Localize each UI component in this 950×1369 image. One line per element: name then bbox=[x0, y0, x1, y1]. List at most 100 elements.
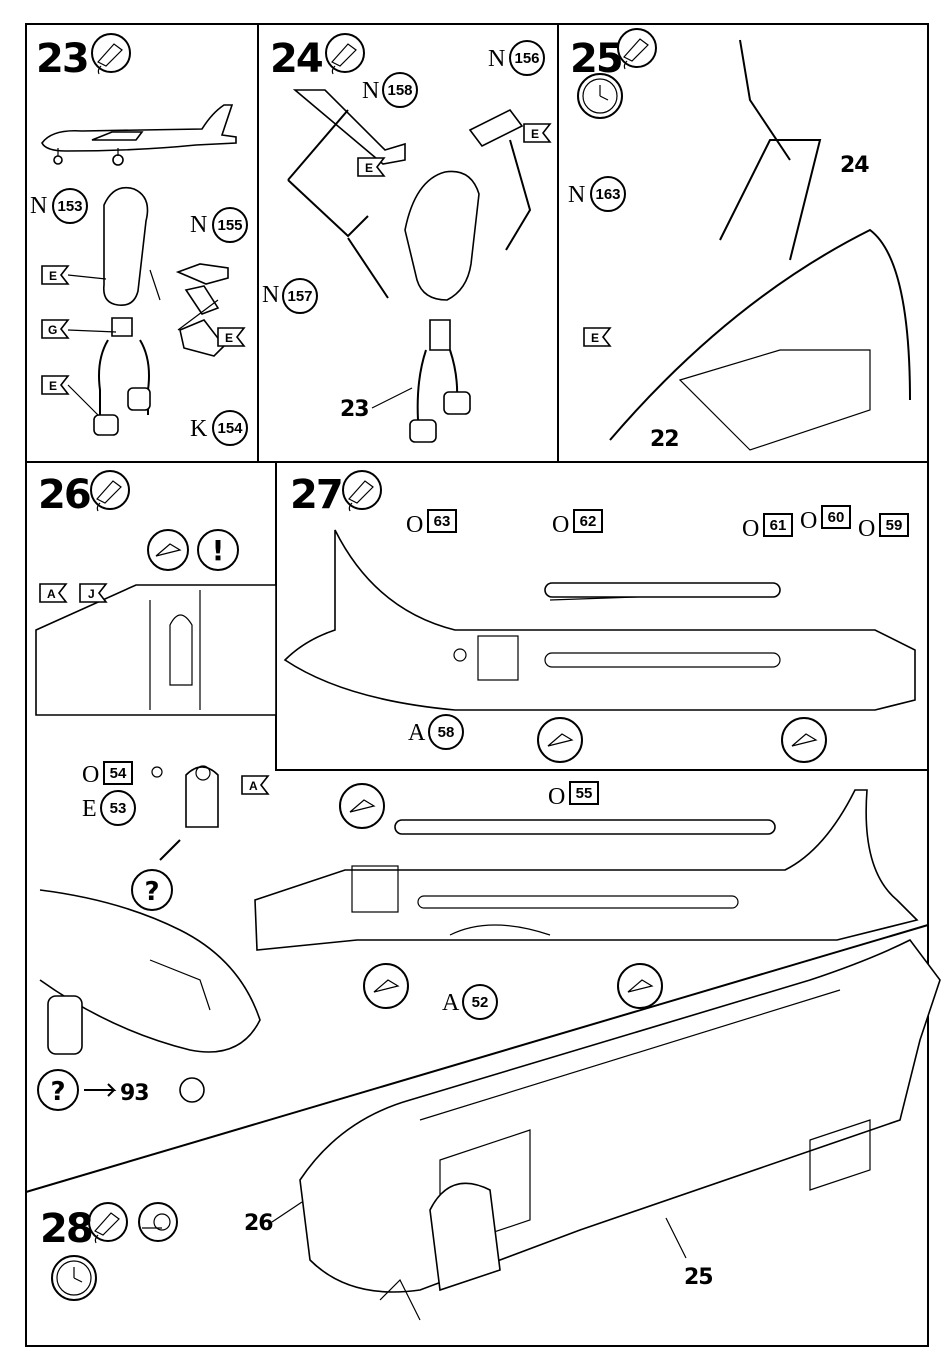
svg-text:E: E bbox=[49, 269, 57, 283]
svg-text:E: E bbox=[531, 127, 539, 141]
fuselage-interior bbox=[610, 40, 910, 450]
step-24-panel: 24 N 158 N 156 N bbox=[262, 34, 550, 442]
glue-tube-icon bbox=[91, 471, 129, 511]
callout-n153: N 153 bbox=[30, 189, 87, 223]
svg-text:E: E bbox=[225, 331, 233, 345]
svg-text:O: O bbox=[742, 516, 759, 542]
clock-icon bbox=[52, 1256, 96, 1300]
glue-tube-icon bbox=[618, 29, 656, 69]
flag-e: E bbox=[42, 376, 68, 394]
svg-text:O: O bbox=[552, 512, 569, 538]
question-icon: ? bbox=[132, 870, 172, 910]
callout-n157: N 157 bbox=[262, 279, 317, 313]
reference-label: 25 bbox=[684, 1265, 713, 1290]
step-27-panel: 27 O 63 O 62 O bbox=[255, 471, 917, 1019]
reference-label: 24 bbox=[840, 153, 869, 178]
svg-text:O: O bbox=[82, 762, 99, 788]
callout-o55: O 55 bbox=[548, 782, 598, 810]
svg-text:60: 60 bbox=[828, 509, 845, 526]
svg-text:N: N bbox=[190, 212, 207, 238]
svg-text:G: G bbox=[48, 323, 57, 337]
svg-text:O: O bbox=[858, 516, 875, 542]
fuselage-half-right bbox=[255, 790, 917, 950]
svg-text:A: A bbox=[408, 720, 426, 746]
svg-text:A: A bbox=[249, 779, 258, 793]
callout-e53: E 53 bbox=[82, 791, 135, 825]
step-number: 23 bbox=[36, 36, 88, 82]
callout-o61: O 61 bbox=[742, 514, 792, 542]
tape-icon bbox=[139, 1203, 177, 1241]
callout-o59: O 59 bbox=[858, 514, 908, 542]
svg-text:52: 52 bbox=[472, 994, 489, 1011]
svg-text:54: 54 bbox=[110, 765, 127, 782]
svg-text:55: 55 bbox=[576, 785, 593, 802]
step-23-panel: 23 N 153 N bbox=[30, 34, 247, 445]
reference-label: 22 bbox=[650, 427, 679, 452]
flag-e: E bbox=[42, 266, 68, 284]
glue-spot-icon bbox=[782, 718, 826, 762]
question-icon: ? bbox=[38, 1070, 78, 1110]
svg-text:!: ! bbox=[212, 534, 225, 567]
svg-text:158: 158 bbox=[387, 82, 412, 99]
callout-o54: O 54 bbox=[82, 762, 132, 788]
fuselage-half-left bbox=[285, 530, 915, 710]
svg-text:62: 62 bbox=[580, 513, 597, 530]
svg-text:O: O bbox=[548, 784, 565, 810]
leader-line bbox=[372, 388, 412, 408]
svg-text:A: A bbox=[442, 990, 460, 1016]
svg-text:?: ? bbox=[144, 877, 159, 907]
window-strip-o62 bbox=[545, 583, 780, 597]
glue-tube-icon bbox=[326, 34, 364, 74]
glue-spot-icon bbox=[618, 964, 662, 1008]
callout-n158: N 158 bbox=[362, 73, 417, 107]
glue-tube-icon bbox=[92, 34, 130, 74]
callout-n163: N 163 bbox=[568, 177, 625, 211]
glue-tube-icon bbox=[89, 1203, 127, 1243]
svg-text:N: N bbox=[568, 182, 585, 208]
flag-a: A bbox=[242, 776, 268, 794]
glue-spot-icon bbox=[538, 718, 582, 762]
flag-g: G bbox=[42, 320, 68, 338]
svg-text:53: 53 bbox=[110, 800, 127, 817]
arrow-icon bbox=[84, 1084, 114, 1096]
svg-text:K: K bbox=[190, 416, 208, 442]
svg-text:153: 153 bbox=[57, 198, 82, 215]
svg-text:157: 157 bbox=[287, 288, 312, 305]
svg-text:O: O bbox=[406, 512, 423, 538]
landing-gear-assembly bbox=[94, 188, 228, 435]
flag-e: E bbox=[218, 328, 244, 346]
flag-a: A bbox=[40, 584, 66, 602]
step-25-panel: 25 N 163 E 24 22 bbox=[568, 29, 910, 452]
callout-k154: K 154 bbox=[190, 411, 247, 445]
svg-text:E: E bbox=[591, 331, 599, 345]
svg-text:J: J bbox=[88, 587, 95, 601]
reference-label: 23 bbox=[340, 397, 369, 422]
svg-text:155: 155 bbox=[217, 217, 242, 234]
callout-a58: A 58 bbox=[408, 715, 463, 749]
svg-text:163: 163 bbox=[595, 186, 620, 203]
callout-a52: A 52 bbox=[442, 985, 497, 1019]
flag-e: E bbox=[584, 328, 610, 346]
step-number: 28 bbox=[40, 1206, 92, 1252]
svg-text:63: 63 bbox=[434, 513, 451, 530]
svg-text:E: E bbox=[365, 161, 373, 175]
svg-text:58: 58 bbox=[438, 724, 455, 741]
svg-text:N: N bbox=[362, 78, 379, 104]
glue-spot-icon bbox=[364, 964, 408, 1008]
step-number: 27 bbox=[290, 472, 342, 518]
svg-text:59: 59 bbox=[886, 517, 903, 534]
bulkhead-part bbox=[152, 766, 218, 827]
step-26-panel: 26 ! A J A O bbox=[36, 471, 276, 1110]
svg-text:E: E bbox=[49, 379, 57, 393]
flag-e: E bbox=[358, 158, 384, 176]
callout-o60: O 60 bbox=[800, 506, 850, 534]
svg-text:E: E bbox=[82, 796, 97, 822]
svg-text:61: 61 bbox=[770, 517, 787, 534]
svg-text:154: 154 bbox=[217, 420, 243, 437]
reference-label: 93 bbox=[120, 1081, 149, 1106]
svg-text:O: O bbox=[800, 508, 817, 534]
step-number: 26 bbox=[38, 472, 90, 518]
svg-text:N: N bbox=[262, 282, 279, 308]
svg-text:A: A bbox=[47, 587, 56, 601]
